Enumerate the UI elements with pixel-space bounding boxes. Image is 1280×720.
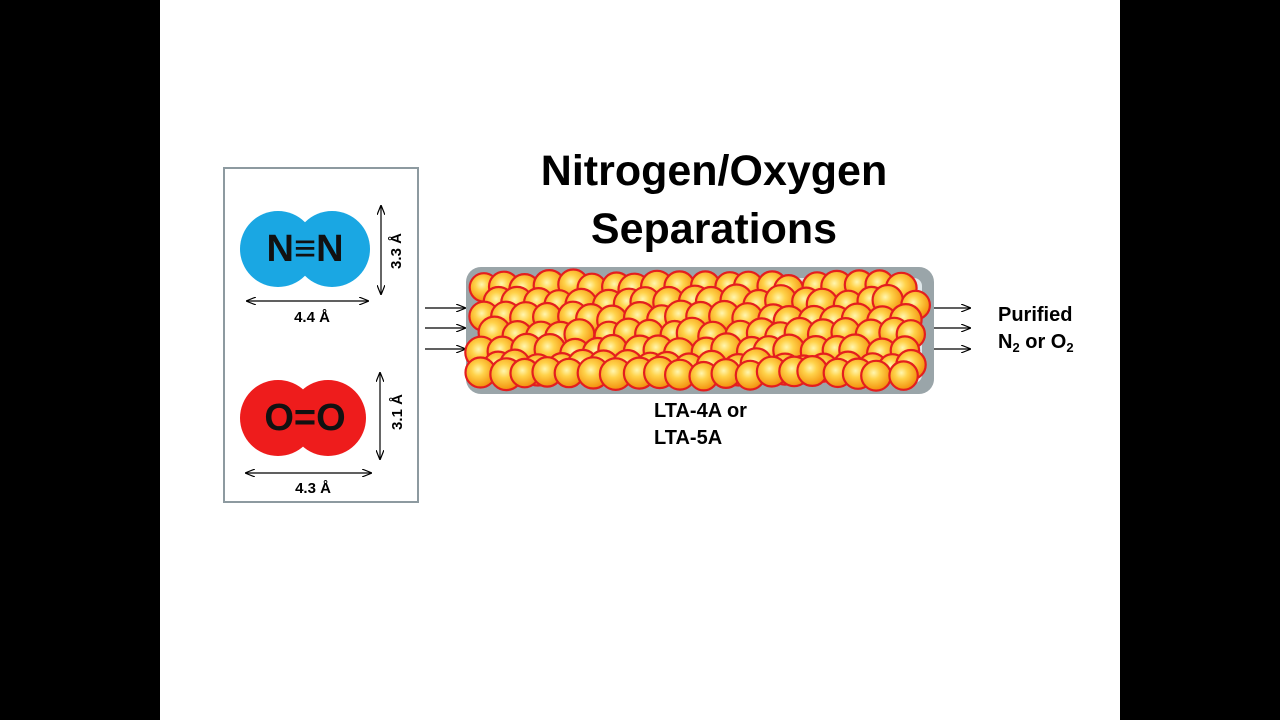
n2-height-label: 3.3 Å [388,233,405,269]
output-caption: Purified N2 or O2 [998,302,1074,356]
output-n2-symbol: N [998,331,1013,353]
zeolite-caption-line-1: LTA-4A or [654,400,747,422]
output-or-text: or O [1019,331,1067,353]
n2-atom-right [294,211,370,287]
n2-formula-label: N≡N [266,228,344,270]
title-line-1: Nitrogen/Oxygen [540,147,888,195]
zeolite-bead [888,360,919,391]
output-caption-line-2: N2 or O2 [998,329,1074,356]
zeolite-bead [860,359,893,392]
n2-width-label: 4.4 Å [294,309,330,326]
n2-atom-left [240,211,316,287]
output-n2-subscript: 2 [1012,340,1020,355]
output-o2-subscript: 2 [1066,340,1074,355]
o2-height-label: 3.1 Å [389,394,406,430]
o2-molecule [240,380,366,456]
o2-atom-right [290,380,366,456]
output-caption-line-1: Purified [998,304,1073,326]
page-title: Nitrogen/Oxygen Separations [160,142,1268,258]
zeolite-caption: LTA-4A or LTA-5A [654,398,747,452]
title-line-2: Separations [590,205,838,253]
zeolite-caption-line-2: LTA-5A [654,427,723,449]
o2-formula-label: O=O [264,397,346,439]
n2-molecule [240,211,370,287]
zeolite-bead-packing [464,268,931,392]
o2-width-label: 4.3 Å [295,480,331,497]
